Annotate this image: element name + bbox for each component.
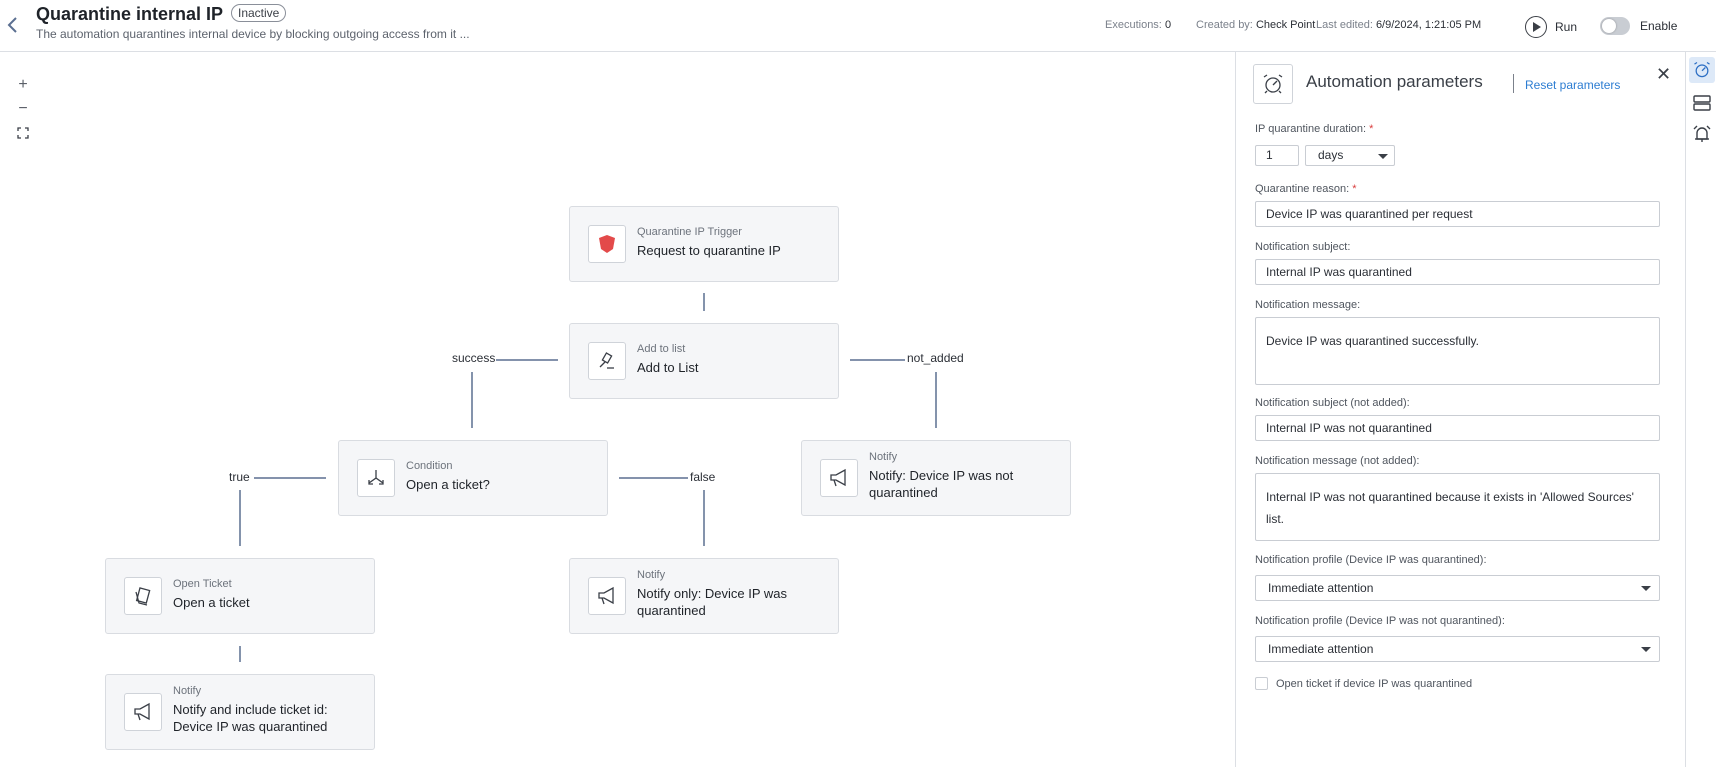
reset-parameters-link[interactable]: Reset parameters [1525,78,1621,92]
close-icon[interactable]: ✕ [1656,64,1672,84]
duration-unit-value: days [1318,148,1344,162]
node-type: Quarantine IP Trigger [637,226,742,238]
node-name: Notify and include ticket id: Device IP … [173,702,328,734]
message-not-added-label: Notification message (not added): [1255,455,1420,467]
shield-icon [588,225,626,263]
notification-subject-input[interactable]: Internal IP was quarantined [1255,259,1660,285]
fit-view-icon [17,127,29,139]
created-by: Created by: Check Point [1196,19,1316,31]
node-type: Notify [637,569,666,581]
notification-message-textarea[interactable]: Device IP was quarantined successfully. [1255,317,1660,385]
node-type: Open Ticket [173,578,232,590]
open-ticket-checkbox[interactable] [1255,677,1268,690]
rail-layout-icon[interactable] [1689,90,1715,116]
profile-quarantined-value: Immediate attention [1268,581,1374,595]
automation-icon [1253,64,1293,104]
play-icon [1525,16,1547,38]
panel-title: Automation parameters [1306,72,1483,91]
profile-quarantined-label: Notification profile (Device IP was quar… [1255,554,1487,566]
subject-label: Notification subject: [1255,241,1351,253]
megaphone-icon [820,459,858,497]
quarantine-reason-input[interactable]: Device IP was quarantined per request [1255,201,1660,227]
zoom-controls: + − [11,73,35,145]
branch-icon [357,459,395,497]
workflow-edges [239,293,937,662]
open-ticket-checkbox-row[interactable]: Open ticket if device IP was quarantined [1255,677,1472,690]
node-notify-not-quarantined[interactable]: Notify Notify: Device IP was not quarant… [801,440,1071,516]
back-arrow-icon[interactable] [4,14,22,36]
run-label: Run [1555,20,1578,34]
enable-label: Enable [1640,19,1678,33]
profile-not-quarantined-select[interactable]: Immediate attention [1255,636,1660,662]
edge-label-false: false [689,470,717,484]
reason-label: Quarantine reason: * [1255,183,1357,195]
open-ticket-checkbox-label: Open ticket if device IP was quarantined [1276,677,1473,690]
profile-not-quarantined-value: Immediate attention [1268,642,1374,656]
node-name: Add to List [637,360,699,375]
zoom-in-button[interactable]: + [18,76,28,93]
last-edited: Last edited: 6/9/2024, 1:21:05 PM [1316,19,1482,31]
zoom-out-button[interactable]: − [18,100,28,117]
rail-automation-parameters-icon[interactable] [1689,57,1715,83]
edge-label-success: success [451,351,497,365]
node-type: Notify [173,685,202,697]
node-type: Condition [406,460,453,472]
profile-not-quarantined-label: Notification profile (Device IP was not … [1255,615,1505,627]
megaphone-icon [588,577,626,615]
ticket-icon [124,577,162,615]
title-divider [1513,74,1514,93]
message-label: Notification message: [1255,299,1361,311]
profile-quarantined-select[interactable]: Immediate attention [1255,575,1660,601]
chevron-down-icon [1641,647,1651,652]
status-badge: Inactive [231,4,287,22]
edge-label-true: true [228,470,251,484]
right-rail [1685,52,1716,767]
node-quarantine-trigger[interactable]: Quarantine IP Trigger Request to quarant… [569,206,839,282]
node-name: Request to quarantine IP [637,243,781,258]
node-condition[interactable]: Condition Open a ticket? [338,440,608,516]
megaphone-icon [124,693,162,731]
subject-not-added-label: Notification subject (not added): [1255,397,1410,409]
executions-count: Executions: 0 [1105,19,1172,31]
node-open-ticket[interactable]: Open Ticket Open a ticket [105,558,375,634]
notification-message-not-added-textarea[interactable]: Internal IP was not quarantined because … [1255,473,1660,541]
notification-subject-not-added-input[interactable]: Internal IP was not quarantined [1255,415,1660,441]
node-add-to-list[interactable]: Add to list Add to List [569,323,839,399]
header: Quarantine internal IP Inactive The auto… [0,0,1716,52]
duration-label: IP quarantine duration: * [1255,123,1374,135]
chevron-down-icon [1641,586,1651,591]
node-notify-with-ticket[interactable]: Notify Notify and include ticket id: Dev… [105,674,375,750]
enable-toggle[interactable] [1600,17,1630,35]
node-name: Notify: Device IP was not quarantined [869,468,1014,500]
node-notify-only[interactable]: Notify Notify only: Device IP was quaran… [569,558,839,634]
chevron-down-icon [1378,154,1388,159]
gavel-icon [588,342,626,380]
duration-input[interactable]: 1 [1255,145,1299,166]
duration-unit-select[interactable]: days [1305,145,1395,166]
node-type: Notify [869,451,898,463]
page-subtitle: The automation quarantines internal devi… [36,27,470,41]
node-name: Notify only: Device IP was quarantined [637,586,788,618]
fit-view-button[interactable] [11,121,35,145]
workflow-canvas[interactable]: + − success not_added true false Qua [0,52,1235,767]
edge-label-not-added: not_added [906,351,965,365]
enable-control: Enable [1600,17,1677,35]
rail-alarm-icon[interactable] [1689,121,1715,147]
automation-parameters-panel: Automation parameters Reset parameters ✕… [1235,52,1685,767]
page-title: Quarantine internal IP [36,4,224,24]
run-button[interactable]: Run [1525,16,1577,38]
node-name: Open a ticket [173,595,250,610]
node-type: Add to list [637,343,686,355]
node-name: Open a ticket? [406,477,490,492]
